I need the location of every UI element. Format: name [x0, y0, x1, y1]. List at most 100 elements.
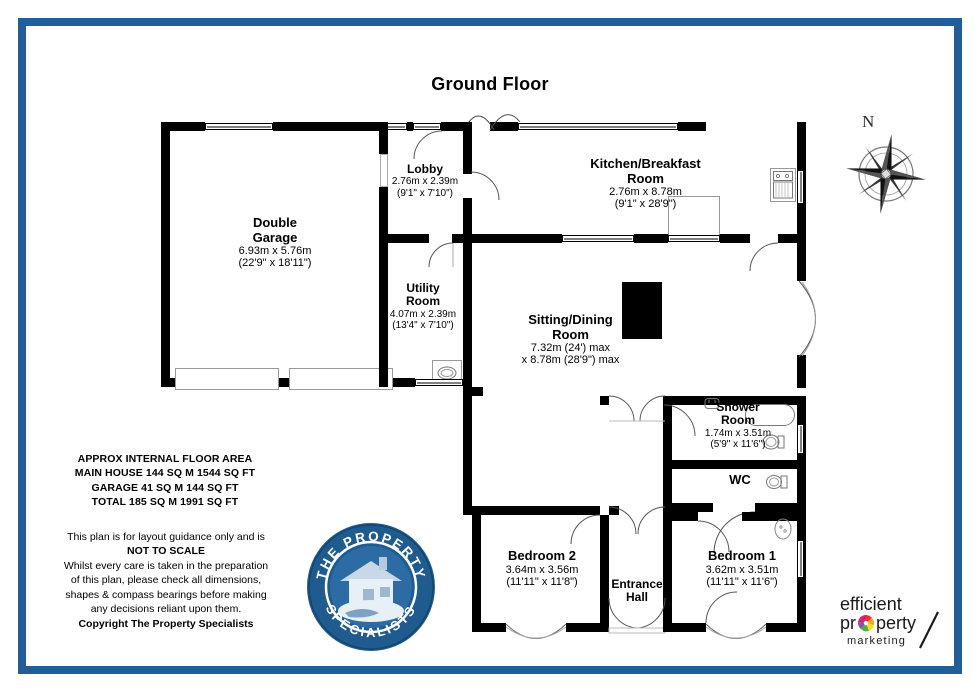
room-metric: 2.76m x 2.39m [391, 176, 459, 188]
wall-hall-top-left [609, 506, 619, 515]
room-name-line-1: Bedroom 1 [708, 548, 776, 563]
window-shower-east [797, 424, 804, 454]
room-label-double-garage: Double Garage 6.93m x 5.76m (22'9" x 18'… [195, 215, 355, 270]
room-metric: 3.64m x 3.56m [505, 563, 579, 576]
room-label-wc: WC [710, 472, 770, 488]
wall-bed2-west [472, 506, 481, 632]
door-lobby-entry [412, 130, 443, 161]
epm-line-3: marketing [847, 635, 906, 647]
room-label-bedroom-1: Bedroom 1 3.62m x 3.51m (11'11" x 11'6") [690, 548, 794, 588]
door-shower-room [663, 404, 696, 437]
compass-rose-icon [846, 134, 926, 214]
wall-bed1-bottom-left [672, 623, 706, 632]
door-lobby-to-utility [428, 242, 455, 269]
window-garage-top [205, 123, 273, 130]
wall-wc-top [663, 460, 806, 469]
disclaimer-not-to-scale: NOT TO SCALE [127, 545, 205, 558]
epm-line-2-pre: pr [840, 613, 856, 633]
compass-rose: N [838, 112, 938, 216]
door-kitchen-to-sitting [749, 242, 779, 272]
kitchen-appliance [770, 168, 796, 202]
wall-sitting-bottom [600, 396, 609, 405]
room-metric: 4.07m x 2.39m [389, 308, 457, 320]
area-line-1: APPROX INTERNAL FLOOR AREA [77, 453, 253, 465]
bay-window-sitting-east [798, 279, 834, 359]
door-bedroom-1-top [697, 520, 730, 553]
wall-bed2-top [472, 506, 600, 515]
garage-door-left [175, 368, 279, 390]
wall-lobby-kitchen-top [441, 122, 465, 131]
room-name-line-1: Lobby [407, 162, 443, 176]
room-label-bedroom-2: Bedroom 2 3.64m x 3.56m (11'11" x 11'8") [490, 548, 594, 588]
room-name-line-1: Bedroom 2 [508, 548, 576, 563]
wall-garage-top-left [161, 122, 205, 131]
room-imperial: (13'4" x 7'10") [392, 320, 454, 332]
disclaimer-copyright: Copyright The Property Specialists [78, 617, 254, 630]
shower-basin-icon [703, 398, 721, 412]
wall-hall-east [663, 512, 672, 632]
disclaimer-line-1: This plan is for layout guidance only an… [67, 531, 265, 543]
wall-lobby-east-bot [463, 198, 472, 234]
page-title: Ground Floor [431, 74, 549, 94]
room-name-line-1: Sitting/Dining [528, 312, 613, 327]
house-badge-icon [338, 557, 404, 622]
room-name-line-1: Utility [406, 281, 440, 295]
window-lobby-top-right [413, 123, 441, 130]
window-kitchen-east [797, 170, 804, 204]
wall-lobby-top-mid [407, 122, 413, 131]
room-imperial: (11'11" x 11'6") [706, 575, 778, 588]
area-line-2: MAIN HOUSE 144 SQ M 1544 SQ FT [74, 467, 256, 480]
room-label-sitting-dining-room: Sitting/Dining Room 7.32m (24') max x 8.… [483, 312, 658, 367]
wall-lobby-utility-left [379, 234, 429, 243]
room-name-line-1: Double [252, 215, 298, 230]
wall-sitting-top-b [634, 234, 668, 243]
wall-sitting-bottom-left [463, 387, 483, 396]
wall-sitting-top-c [720, 234, 750, 243]
room-imperial: (9'1" x 7'10") [397, 187, 453, 199]
wall-garage-east [379, 122, 388, 154]
room-imperial: (9'1" x 28'9") [614, 198, 677, 211]
wall-utility-east [463, 234, 472, 387]
window-kitchen-bottom [668, 235, 720, 242]
room-label-shower-room: Shower Room 1.74m x 3.51m (5'9" x 11'6") [678, 400, 798, 450]
efficient-property-marketing-logo: efficient pr perty marketing [840, 594, 955, 650]
bay-window-bed2 [505, 623, 567, 651]
wall-wc-bottom-right [755, 503, 806, 512]
wall-garage-bottom-right [393, 378, 415, 387]
wc-toilet-icon [766, 472, 788, 492]
wall-lobby-east-top [463, 122, 472, 174]
room-name-line-1: Entrance [611, 577, 663, 591]
wall-garage-west [161, 122, 170, 387]
room-metric: 1.74m x 3.51m [704, 427, 772, 439]
property-specialists-badge: THE PROPERTY SPECIALISTS [305, 521, 437, 653]
double-door-hall-top [608, 506, 666, 535]
room-name-line-2: Room [721, 413, 755, 428]
disclaimer-text: This plan is for layout guidance only an… [26, 530, 306, 631]
room-label-entrance-hall: Entrance Hall [604, 577, 670, 605]
window-sitting-top [562, 235, 634, 242]
disclaimer-line-5: shapes & compass bearings before making [65, 588, 267, 601]
wall-hall-bottom-stub [663, 623, 672, 632]
floor-area-summary: APPROX INTERNAL FLOOR AREA MAIN HOUSE 14… [34, 452, 296, 510]
wall-sitting-west [463, 387, 472, 515]
wall-east-sitting-top [797, 234, 806, 281]
room-label-kitchen-breakfast-room: Kitchen/Breakfast Room 2.76m x 8.78m (9'… [548, 156, 743, 211]
wall-garage-top-right [273, 122, 379, 131]
room-label-utility-room: Utility Room 4.07m x 2.39m (13'4" x 7'10… [363, 281, 483, 332]
area-line-4: TOTAL 185 SQ M 1991 SQ FT [91, 496, 239, 509]
fireplace-block [622, 282, 662, 339]
shower-tray [745, 404, 795, 426]
wall-wc-east [797, 460, 806, 512]
room-metric: 6.93m x 5.76m [238, 245, 312, 258]
wall-bed1-top-left [672, 512, 698, 521]
bed1-wardrobe-icon [772, 517, 794, 541]
door-bedroom-2 [570, 514, 601, 545]
wall-bed2-east [600, 515, 609, 632]
room-label-lobby: Lobby 2.76m x 2.39m (9'1" x 7'10") [366, 162, 484, 199]
wall-shower-top [663, 396, 806, 405]
door-lobby-to-hall [470, 171, 501, 202]
wall-sitting-top-d [778, 234, 806, 243]
room-name-line-1: Kitchen/Breakfast [590, 156, 701, 171]
wall-garage-bottom-mid [279, 378, 289, 387]
